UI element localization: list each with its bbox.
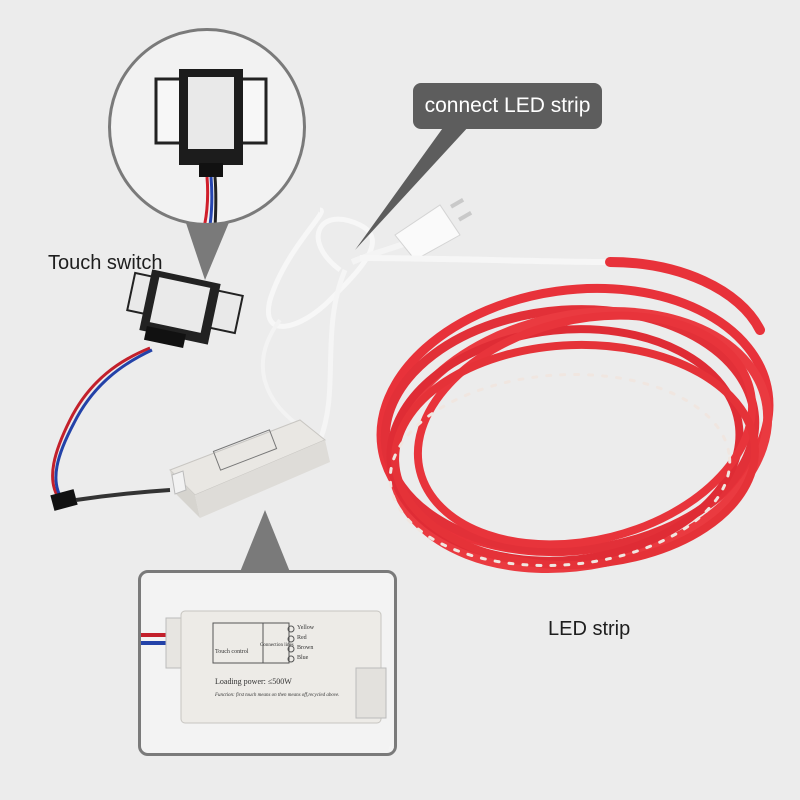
function-print: Function: first touch means on then mean…: [215, 693, 340, 698]
touch-switch-zoom-inset: [108, 28, 306, 226]
led-strip-coil: [376, 257, 774, 573]
loading-power-print: Loading power: ≤500W: [215, 677, 292, 686]
controller-box: [169, 419, 330, 518]
touch-control-print: Touch control: [215, 649, 249, 655]
zoom-box-pointer: [240, 510, 290, 572]
red-wire-print: Red: [297, 635, 307, 641]
controller-zoom-inset: Touch control Connection lines Yellow Re…: [138, 570, 397, 756]
power-plug: [394, 198, 473, 261]
connection-lines-print: Connection lines: [260, 643, 294, 648]
touch-switch-label: Touch switch: [48, 252, 163, 274]
blue-wire-print: Blue: [297, 655, 309, 661]
touch-switch-closeup: [154, 69, 268, 223]
controller-closeup: [141, 610, 394, 753]
connect-led-strip-callout: connect LED strip: [413, 83, 602, 129]
touch-switch: [126, 269, 244, 349]
brown-wire-print: Brown: [297, 645, 314, 651]
zoom-circle-pointer: [185, 220, 230, 280]
led-strip-label: LED strip: [548, 618, 631, 640]
yellow-wire-print: Yellow: [297, 625, 315, 631]
callout-pointer: [355, 125, 470, 250]
